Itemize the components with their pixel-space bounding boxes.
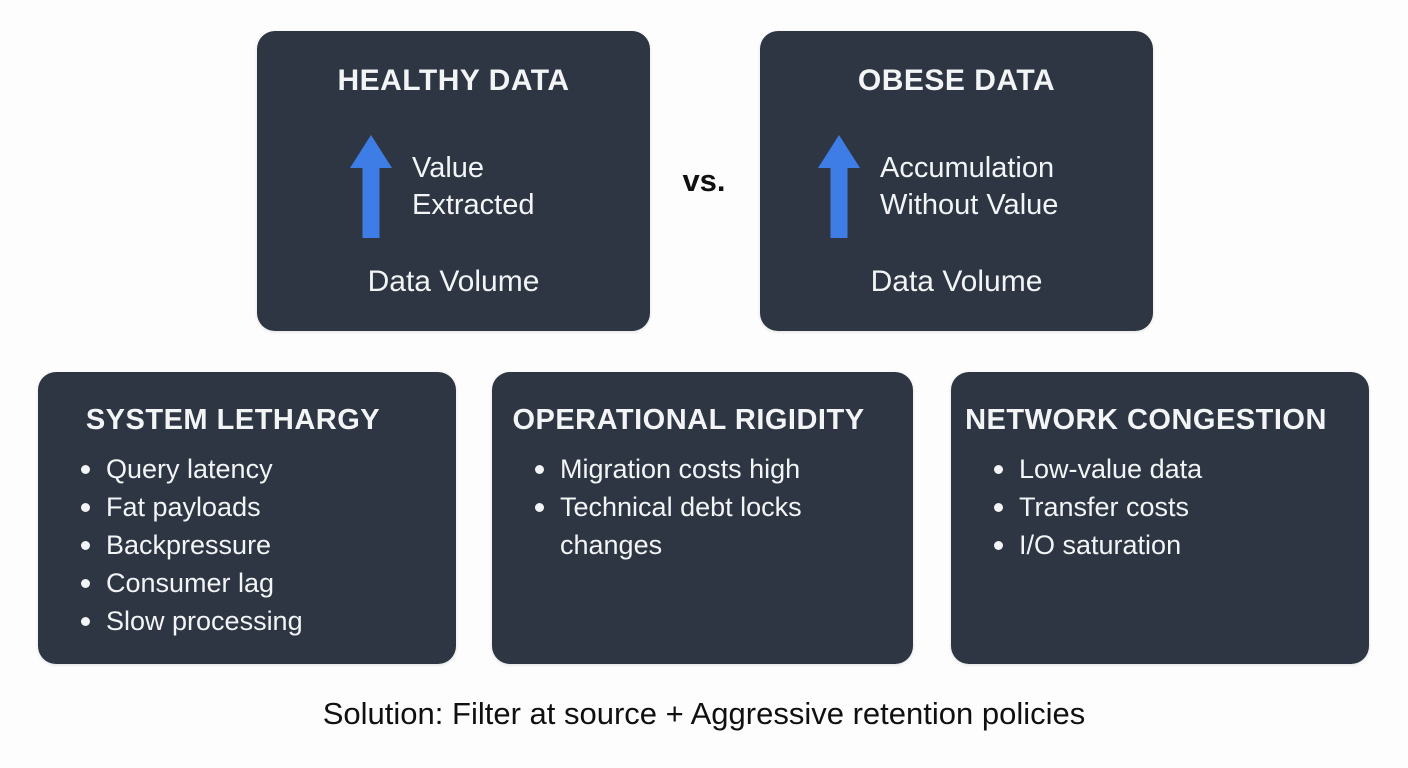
bullet-item: Transfer costs <box>993 488 1341 526</box>
bullet-text: Transfer costs <box>1019 492 1190 522</box>
bullet-item: Slow processing <box>80 602 428 640</box>
bullet-item: Fat payloads <box>80 488 428 526</box>
x-axis-label: Data Volume <box>870 265 1043 298</box>
bullet-item: Consumer lag <box>80 564 428 602</box>
healthy-data-card: HEALTHY DATA Value Extracted Data Volume <box>257 31 650 331</box>
solution-text: Solution: Filter at source + Aggressive … <box>322 696 1086 731</box>
up-arrow-icon <box>818 135 860 238</box>
bullet-item: I/O saturation <box>993 526 1341 564</box>
bullet-text: Consumer lag <box>106 568 275 598</box>
bullet-dot <box>81 617 90 626</box>
up-arrow-icon <box>350 135 392 238</box>
bullet-item: Low-value data <box>993 450 1341 488</box>
bullet-text: Backpressure <box>106 530 272 560</box>
bullet-list: Low-value data Transfer costs I/O satura… <box>951 450 1341 564</box>
system-lethargy-card: SYSTEM LETHARGY Query latency Fat payloa… <box>38 372 456 664</box>
vs-label: vs. <box>682 163 726 198</box>
y-axis-label: Accumulation Without Value <box>880 151 1059 221</box>
card-title: OPERATIONAL RIGIDITY <box>512 404 865 436</box>
obese-data-card: OBESE DATA Accumulation Without Value Da… <box>760 31 1153 331</box>
bullet-dot <box>994 503 1003 512</box>
network-congestion-card: NETWORK CONGESTION Low-value data Transf… <box>951 372 1369 664</box>
bullet-dot <box>535 503 544 512</box>
bullet-dot <box>994 541 1003 550</box>
bullet-item: Query latency <box>80 450 428 488</box>
bullet-text: I/O saturation <box>1019 530 1182 560</box>
bullet-dot <box>994 465 1003 474</box>
bullet-text: Fat payloads <box>106 492 261 522</box>
operational-rigidity-card: OPERATIONAL RIGIDITY Migration costs hig… <box>492 372 913 664</box>
bullet-text: Low-value data <box>1019 454 1203 484</box>
bullet-item: Backpressure <box>80 526 428 564</box>
bullet-dot <box>81 579 90 588</box>
bullet-item: Migration costs high <box>534 450 885 488</box>
x-axis-label: Data Volume <box>367 265 540 298</box>
bullet-dot <box>81 465 90 474</box>
axis-illustration: Value Extracted <box>257 135 650 238</box>
bullet-item: Technical debt locks changes <box>534 488 885 564</box>
bullet-dot <box>81 503 90 512</box>
axis-illustration: Accumulation Without Value <box>760 135 1153 238</box>
bullet-dot <box>535 465 544 474</box>
bullet-text: Technical debt locks changes <box>560 492 802 560</box>
card-title: NETWORK CONGESTION <box>965 404 1327 436</box>
card-title: SYSTEM LETHARGY <box>85 404 381 436</box>
bullet-dot <box>81 541 90 550</box>
card-title: OBESE DATA <box>857 64 1056 97</box>
bullet-text: Migration costs high <box>560 454 801 484</box>
bullet-list: Query latency Fat payloads Backpressure … <box>38 450 428 640</box>
card-title: HEALTHY DATA <box>337 64 570 97</box>
bullet-text: Slow processing <box>106 606 303 636</box>
y-axis-label: Value Extracted <box>412 151 535 221</box>
bullet-list: Migration costs high Technical debt lock… <box>492 450 885 564</box>
bullet-text: Query latency <box>106 454 273 484</box>
